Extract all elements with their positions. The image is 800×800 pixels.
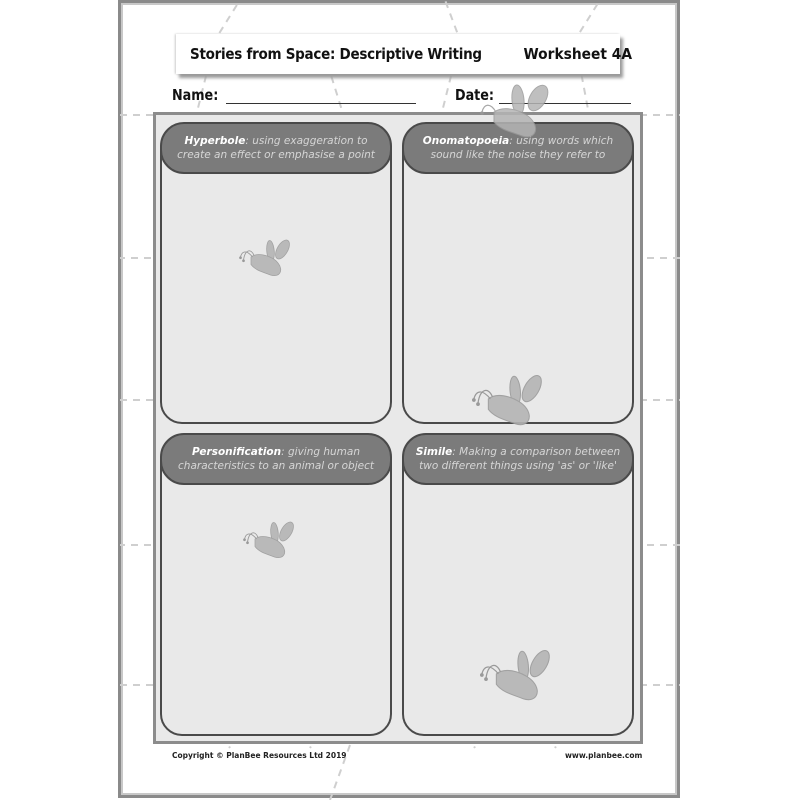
- name-field-row: Name:: [172, 86, 417, 104]
- panel-header-simile: Simile: Making a comparison between two …: [402, 433, 634, 485]
- worksheet-title: Stories from Space: Descriptive Writing: [190, 45, 482, 63]
- definition-hyperbole: : using exaggeration to create an effect…: [177, 135, 375, 161]
- bee-icon: [243, 521, 294, 559]
- definition-personification: : giving human characteristics to an ani…: [178, 446, 374, 472]
- term-simile: Simile: [415, 446, 453, 458]
- term-onomatopoeia: Onomatopoeia: [422, 135, 510, 147]
- term-personification: Personification: [191, 446, 282, 458]
- panel-header-personification: Personification: giving human characteri…: [160, 433, 392, 485]
- term-hyperbole: Hyperbole: [184, 135, 246, 147]
- website-link[interactable]: www.planbee.com: [565, 751, 643, 760]
- panels-frame: [153, 112, 643, 744]
- panel-header-hyperbole: Hyperbole: using exaggeration to create …: [160, 122, 392, 174]
- bee-icon: [480, 84, 549, 138]
- bee-icon: [480, 650, 550, 701]
- definition-onomatopoeia: : using words which sound like the noise…: [430, 135, 614, 161]
- bee-icon: [239, 239, 290, 277]
- copyright-text: Copyright © PlanBee Resources Ltd 2019: [172, 751, 347, 760]
- bee-icon: [472, 375, 542, 426]
- date-line[interactable]: [498, 87, 631, 104]
- date-label: Date:: [455, 86, 495, 104]
- date-field-row: Date:: [455, 86, 631, 104]
- name-line[interactable]: [226, 87, 417, 104]
- name-label: Name:: [172, 86, 219, 104]
- definition-simile: : Making a comparison between two differ…: [419, 446, 621, 472]
- title-banner: Stories from Space: Descriptive Writing …: [176, 34, 632, 74]
- worksheet-code: Worksheet 4A: [523, 45, 633, 63]
